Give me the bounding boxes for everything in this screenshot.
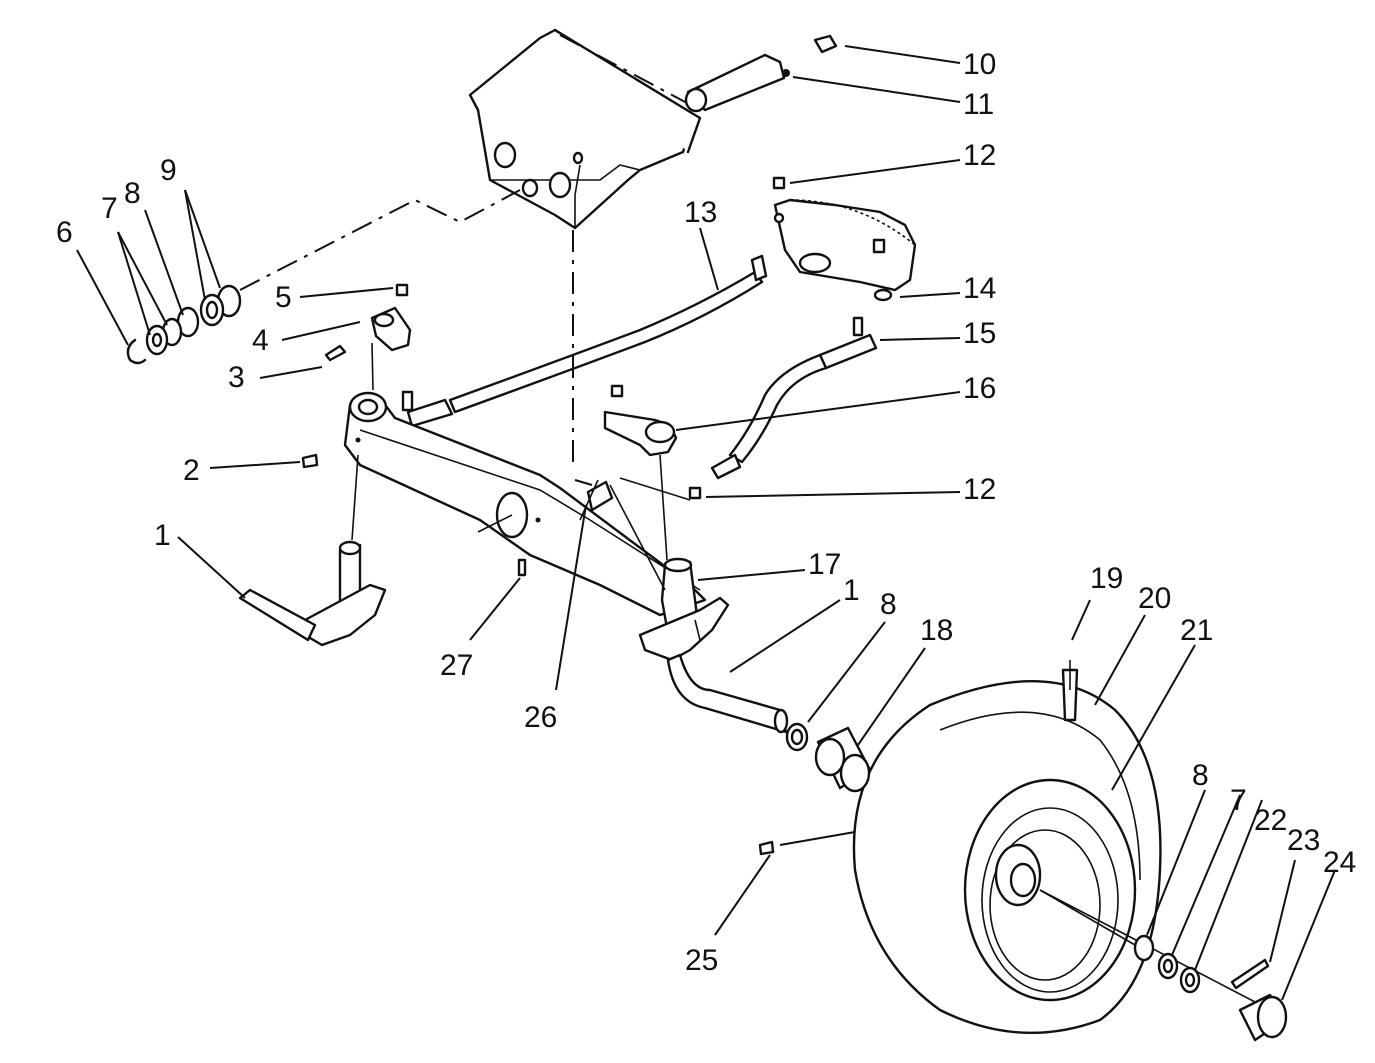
label-18: 18 [920,614,953,647]
label-26: 26 [524,701,557,734]
label-16: 16 [963,372,996,405]
label-22: 22 [1254,804,1287,837]
label-2: 2 [183,454,200,487]
label-7-right: 7 [1230,784,1247,817]
sector-gear [772,176,917,302]
wheel-assembly [758,668,1288,1042]
steering-arm [603,384,702,500]
label-8-left: 8 [124,177,141,210]
label-11: 11 [963,88,994,121]
axle-beam [343,391,707,617]
label-19: 19 [1090,562,1123,595]
label-24: 24 [1323,846,1356,879]
pivot-pin [684,34,838,113]
label-21: 21 [1180,614,1213,647]
label-13: 13 [684,196,717,229]
label-27: 27 [440,649,473,682]
label-12-bottom: 12 [963,473,996,506]
label-7-left: 7 [101,192,118,225]
label-15: 15 [963,317,996,350]
label-1-left: 1 [154,519,171,552]
assembly-lines [239,189,1136,946]
label-4: 4 [252,324,269,357]
tie-rod [710,316,878,480]
label-25: 25 [685,944,718,977]
drag-link [406,254,768,428]
label-12-top: 12 [963,139,996,172]
spindle-left [238,540,387,647]
label-3: 3 [228,361,245,394]
frame-bracket [468,28,702,230]
label-9: 9 [160,154,177,187]
label-8-middle: 8 [880,588,897,621]
label-5: 5 [275,281,292,314]
callout-labels: 10 11 12 13 14 15 16 12 17 1 8 18 19 20 … [56,48,1356,977]
leader-lines [76,45,1336,1001]
washers-clip [126,283,614,577]
label-1-right: 1 [843,574,860,607]
label-10: 10 [963,48,996,81]
label-17: 17 [808,548,841,581]
label-14: 14 [963,272,996,305]
label-6: 6 [56,216,73,249]
label-20: 20 [1138,582,1171,615]
label-8-right: 8 [1192,759,1209,792]
label-23: 23 [1287,824,1320,857]
